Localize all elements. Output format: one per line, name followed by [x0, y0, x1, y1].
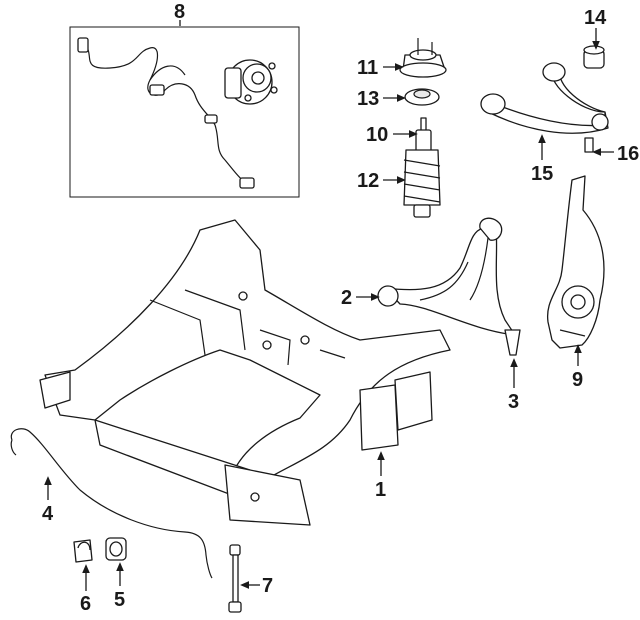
bar-bushing: [105, 537, 127, 561]
callout-16: 16: [617, 143, 639, 165]
leader-lines: [44, 20, 614, 591]
hub-sensor-inset: [69, 26, 300, 198]
steering-knuckle: [547, 175, 605, 349]
callout-9: 9: [572, 369, 583, 391]
bushing: [583, 45, 605, 69]
callout-2: 2: [341, 287, 352, 309]
callout-7: 7: [262, 575, 273, 597]
callout-10: 10: [366, 124, 388, 146]
callout-6: 6: [80, 593, 91, 615]
callout-15: 15: [531, 163, 553, 185]
callout-11: 11: [357, 57, 378, 79]
strut-assembly: [403, 117, 441, 218]
callout-13: 13: [357, 88, 379, 110]
spring-insulator: [404, 88, 440, 106]
stabilizer-link: [228, 544, 242, 613]
callout-5: 5: [114, 589, 125, 611]
callout-3: 3: [508, 391, 519, 413]
stabilizer-bar: [10, 428, 213, 579]
upper-control-arm: [480, 62, 609, 153]
bar-bracket: [73, 539, 93, 563]
callout-14: 14: [584, 7, 607, 29]
callout-1: 1: [375, 479, 386, 501]
upper-strut-mount: [399, 38, 447, 78]
lower-control-arm: [377, 217, 521, 356]
crossmember: [39, 219, 451, 526]
callout-12: 12: [357, 170, 379, 192]
callout-8: 8: [174, 1, 185, 23]
callout-4: 4: [42, 503, 54, 525]
